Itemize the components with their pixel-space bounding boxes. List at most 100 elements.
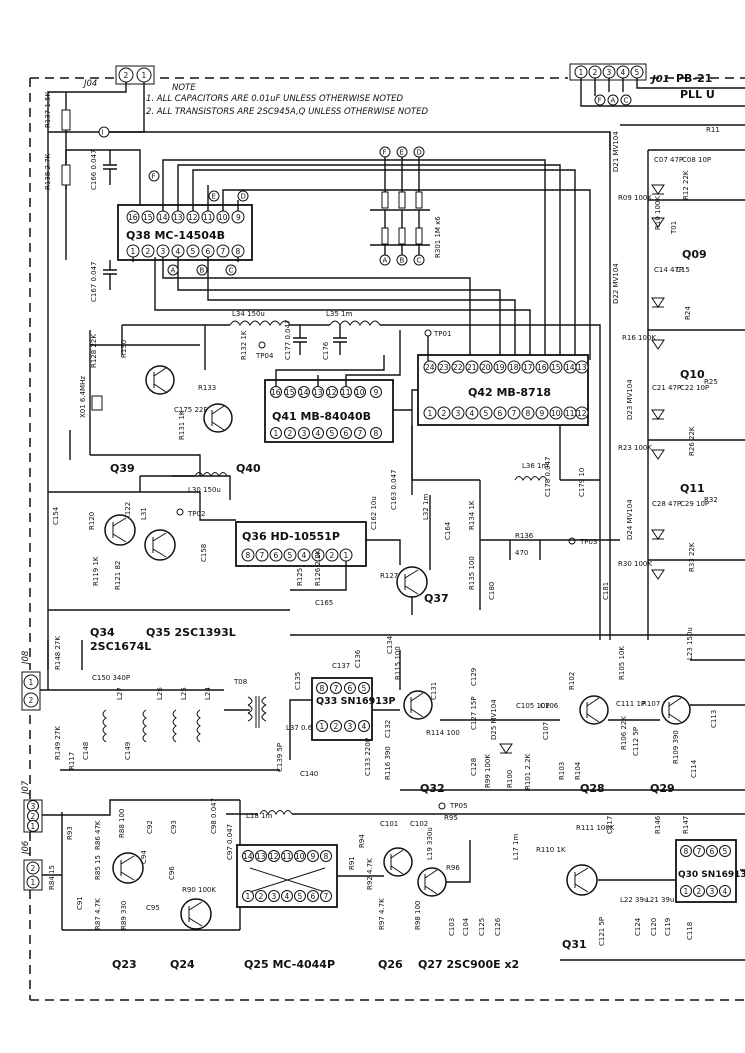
svg-text:6: 6 <box>274 551 279 560</box>
svg-text:R12 22K: R12 22K <box>682 170 690 200</box>
svg-text:R148 27K: R148 27K <box>54 636 62 670</box>
q36-pins: 8 7 6 5 4 3 2 1 <box>241 548 353 562</box>
q33-label: Q33 SN16913P <box>316 696 395 707</box>
svg-text:20: 20 <box>481 363 491 372</box>
connector-j04: 2 1 J04 <box>82 65 155 89</box>
svg-text:L37 0.68u: L37 0.68u <box>286 724 321 732</box>
svg-text:5: 5 <box>288 551 293 560</box>
svg-text:R96: R96 <box>446 864 460 872</box>
svg-text:9: 9 <box>540 409 545 418</box>
svg-text:C135: C135 <box>294 672 302 690</box>
svg-text:R104: R104 <box>574 761 582 780</box>
svg-text:C103: C103 <box>448 918 456 936</box>
svg-text:11: 11 <box>341 388 351 397</box>
svg-text:C134: C134 <box>386 635 394 654</box>
q41-label: Q41 MB-84040B <box>272 410 371 423</box>
svg-text:C162 10u: C162 10u <box>370 496 378 530</box>
connector-j07: 3 2 1 J07 <box>21 780 43 833</box>
svg-text:21: 21 <box>467 363 477 372</box>
svg-text:R119 1K: R119 1K <box>92 556 100 586</box>
svg-text:10: 10 <box>355 388 365 397</box>
svg-text:A: A <box>171 267 176 275</box>
svg-text:7: 7 <box>260 551 265 560</box>
svg-text:2: 2 <box>124 71 129 80</box>
svg-text:R301 1M x6: R301 1M x6 <box>434 216 442 258</box>
svg-text:2: 2 <box>697 887 702 896</box>
svg-text:R16 100K: R16 100K <box>622 334 656 342</box>
svg-text:C106: C106 <box>540 702 559 710</box>
q42-label: Q42 MB-8718 <box>468 386 551 399</box>
svg-text:3: 3 <box>31 802 36 811</box>
q31-q30-section: L17 1m R110 1K R111 100K Q31 C121 5P C11… <box>512 813 745 961</box>
svg-text:C121 5P: C121 5P <box>598 917 606 946</box>
svg-text:L32 1m: L32 1m <box>422 494 430 520</box>
svg-text:E: E <box>400 149 404 157</box>
svg-text:L35 1m: L35 1m <box>326 310 352 318</box>
svg-text:R128 22K: R128 22K <box>90 334 98 368</box>
svg-text:7: 7 <box>221 247 226 256</box>
svg-text:C107: C107 <box>542 722 550 740</box>
svg-text:C08 10P: C08 10P <box>682 156 711 164</box>
svg-text:1: 1 <box>142 71 147 80</box>
q26-label: Q26 <box>378 958 403 971</box>
svg-text:R132 1K: R132 1K <box>240 330 248 360</box>
note-block: NOTE 1. ALL CAPACITORS ARE 0.01uF UNLESS… <box>146 83 428 117</box>
svg-text:C158: C158 <box>200 544 208 562</box>
svg-text:C124: C124 <box>634 917 642 936</box>
q41-bottom-pins: 1 2 3 4 5 6 7 8 <box>270 427 382 439</box>
svg-text:R100: R100 <box>506 770 514 788</box>
svg-text:R149 27K: R149 27K <box>54 726 62 760</box>
svg-text:C148: C148 <box>82 742 90 760</box>
svg-text:L22 39u: L22 39u <box>620 896 648 904</box>
svg-text:2: 2 <box>288 429 293 438</box>
svg-text:L19 330u: L19 330u <box>426 827 434 860</box>
svg-text:10: 10 <box>218 213 228 222</box>
svg-text:8: 8 <box>236 247 241 256</box>
svg-text:5: 5 <box>635 68 640 77</box>
svg-text:14: 14 <box>158 213 168 222</box>
svg-text:C167 0.047: C167 0.047 <box>90 261 98 302</box>
svg-text:R134 1K: R134 1K <box>468 500 476 530</box>
svg-text:C21 47P: C21 47P <box>652 384 681 392</box>
q28-label: Q28 <box>580 782 605 795</box>
svg-text:7: 7 <box>697 847 702 856</box>
svg-text:F: F <box>598 97 602 105</box>
connector-j06: 2 1 J06 <box>21 840 43 891</box>
note-title: NOTE <box>172 83 196 93</box>
svg-text:C111 1P: C111 1P <box>616 700 645 708</box>
q36-label: Q36 HD-10551P <box>242 530 340 543</box>
svg-text:16: 16 <box>271 388 281 397</box>
svg-text:12: 12 <box>327 388 337 397</box>
svg-text:23: 23 <box>439 363 449 372</box>
svg-text:R130: R130 <box>120 340 128 358</box>
svg-text:19: 19 <box>495 363 505 372</box>
svg-text:C175 22P: C175 22P <box>174 406 208 414</box>
svg-text:3: 3 <box>456 409 461 418</box>
svg-text:R25: R25 <box>704 378 718 386</box>
svg-text:12: 12 <box>269 852 279 861</box>
q26-q27-section: R91 R92 4.7K R94 C101 C102 R95 TP05 L19 … <box>340 802 560 971</box>
svg-text:11: 11 <box>565 409 575 418</box>
svg-text:R91: R91 <box>348 856 356 870</box>
svg-text:R138 2.7K: R138 2.7K <box>44 153 52 190</box>
svg-text:R11: R11 <box>706 126 720 134</box>
svg-text:D: D <box>241 193 246 201</box>
j07-label: J07 <box>21 780 31 796</box>
q34-type: 2SC1674L <box>90 640 151 653</box>
svg-text:F: F <box>383 149 387 157</box>
svg-text:C93: C93 <box>170 820 178 834</box>
svg-text:C95: C95 <box>146 904 160 912</box>
svg-text:C179 10: C179 10 <box>578 468 586 497</box>
connector-j01: 1 2 3 4 5 J01 PB-21 PLL U F A C <box>569 63 745 107</box>
svg-text:R84 15: R84 15 <box>48 865 56 890</box>
svg-text:L24: L24 <box>204 687 212 700</box>
svg-text:R85 15: R85 15 <box>94 855 102 880</box>
svg-text:5: 5 <box>191 247 196 256</box>
svg-text:1: 1 <box>684 887 689 896</box>
q31-label: Q31 <box>562 938 587 951</box>
svg-text:R109 390: R109 390 <box>672 730 680 764</box>
svg-text:R117: R117 <box>68 752 76 770</box>
q42-top-pins: 24 23 22 21 20 19 18 17 16 15 14 13 <box>423 360 589 374</box>
q34-q35-section: C154 R120 R122 L31 TP02 C158 R119 1K R12… <box>47 491 290 670</box>
note-line-1: 1. ALL CAPACITORS ARE 0.01uF UNLESS OTHE… <box>146 94 404 104</box>
